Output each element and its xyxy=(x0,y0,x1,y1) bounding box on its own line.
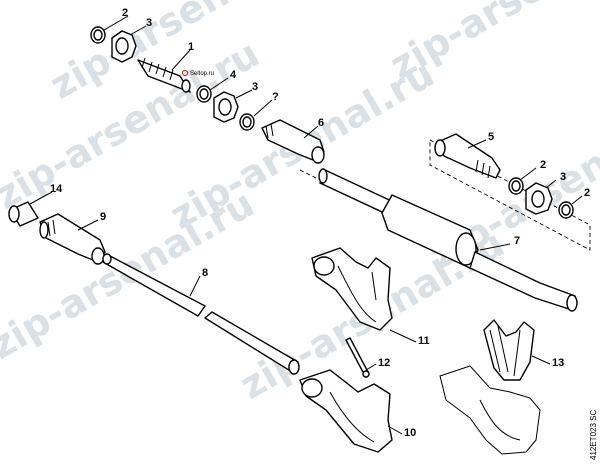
callout-3-middle: 3 xyxy=(252,81,258,93)
callout-2-top: 2 xyxy=(122,7,128,19)
washer-part-2-right-2 xyxy=(558,201,574,219)
seltop-label: Seltop.ru xyxy=(190,71,214,77)
rod-part-8 xyxy=(102,253,300,375)
extension-part-9 xyxy=(39,213,106,265)
callout-10: 10 xyxy=(404,427,416,439)
nut-part-3-middle xyxy=(213,91,239,123)
washer-part-2-top xyxy=(90,26,106,44)
callout-9: 9 xyxy=(100,211,106,223)
callout-3-right: 3 xyxy=(560,171,566,183)
washer-part-4 xyxy=(196,85,212,103)
callout-6: 6 xyxy=(318,117,324,129)
callout-7: 7 xyxy=(514,235,520,247)
callout-labels: 2 3 1 4 3 ? 6 5 2 3 2 14 9 7 8 11 12 13 … xyxy=(50,7,590,439)
seltop-badge: Seltop.ru xyxy=(182,70,214,77)
pin-part-12 xyxy=(345,337,370,378)
sleeve-part-14 xyxy=(8,201,39,227)
callout-12: 12 xyxy=(378,357,390,369)
callout-2-right-2: 2 xyxy=(584,187,590,199)
callout-2-middle: ? xyxy=(272,91,279,103)
insert-outline-phantom xyxy=(439,365,541,455)
callout-2-right: 2 xyxy=(540,159,546,171)
insert-part-13 xyxy=(483,319,535,381)
drawing-code: 412ET023 SC xyxy=(589,410,598,460)
adapter-part-5 xyxy=(434,133,501,179)
nut-part-3-top xyxy=(111,30,137,63)
threaded-stud-part-1 xyxy=(137,57,191,93)
adapter-part-6 xyxy=(261,119,325,164)
washer-part-2-middle xyxy=(239,113,255,131)
callout-11: 11 xyxy=(418,335,430,347)
callout-4: 4 xyxy=(230,69,237,81)
slide-hammer-part-7 xyxy=(318,168,578,312)
callout-13: 13 xyxy=(552,357,564,369)
callout-14: 14 xyxy=(50,183,63,195)
nut-part-3-right xyxy=(525,182,553,215)
leader-lines xyxy=(29,15,583,435)
callout-8: 8 xyxy=(202,267,208,279)
callout-5: 5 xyxy=(488,131,494,143)
callout-1: 1 xyxy=(188,41,194,53)
fork-puller-part-11 xyxy=(311,247,393,331)
fork-puller-part-10 xyxy=(299,369,393,453)
washer-part-2-right xyxy=(508,177,524,195)
callout-3-top: 3 xyxy=(146,17,152,29)
